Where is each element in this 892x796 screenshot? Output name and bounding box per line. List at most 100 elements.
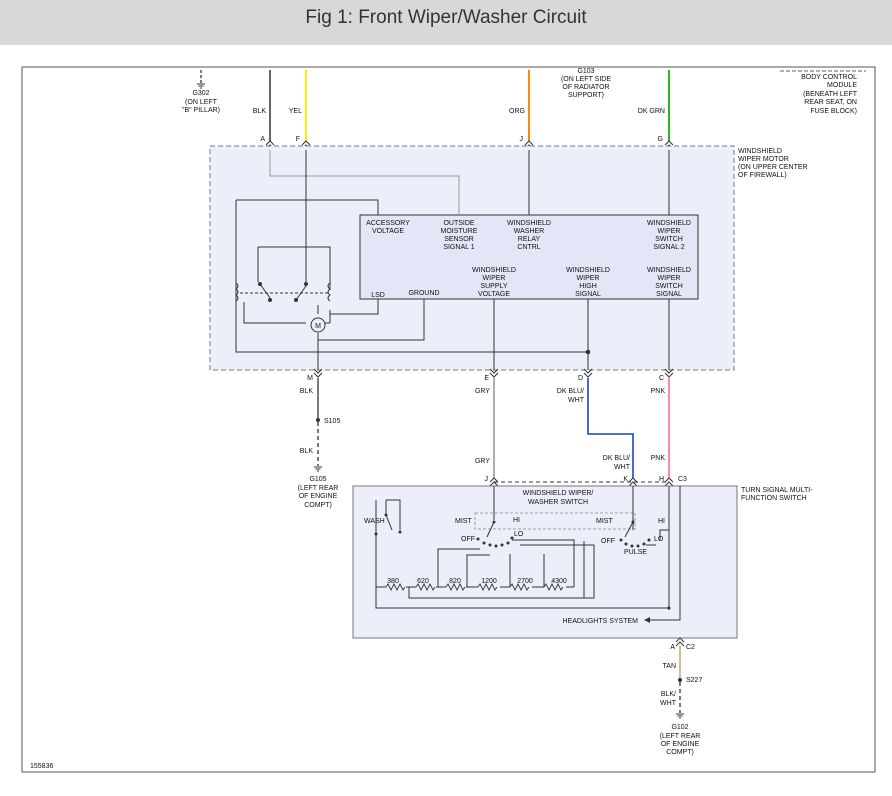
module-switch-1: WIPER [658, 275, 681, 282]
module-supply-3: VOLTAGE [478, 291, 510, 298]
motor-label-0: WINDSHIELD [738, 148, 782, 155]
dkbluwht-2-1: WHT [614, 464, 631, 471]
bcm-label-0: BODY CONTROL [801, 74, 857, 81]
resistor-1200: 1200 [481, 578, 497, 585]
module-washer-0: WINDSHIELD [507, 220, 551, 227]
module-switch-2: SWITCH [655, 283, 683, 290]
g102-label-3: COMPT) [666, 749, 694, 756]
bcm-label-3: REAR SEAT, ON [804, 99, 857, 106]
dkbluwht-1-1: WHT [568, 397, 585, 404]
pin-m: M [307, 375, 313, 382]
diagram-frame [21, 66, 876, 773]
module-sig2-3: SIGNAL 2 [653, 244, 684, 251]
headlights-label: HEADLIGHTS SYSTEM [563, 618, 639, 625]
blk-label-2: BLK [300, 448, 314, 455]
module-supply-2: SUPPLY [480, 283, 507, 290]
module-lsd: LSD [371, 292, 385, 299]
switch-title-1: WASHER SWITCH [528, 499, 588, 506]
switch-label-0: TURN SIGNAL MULTI- [741, 487, 813, 494]
module-switch-3: SIGNAL [656, 291, 682, 298]
pulse-label: PULSE [624, 549, 647, 556]
pnk-label-2: PNK [651, 455, 666, 462]
tan-label: TAN [663, 663, 676, 670]
motor-label-3: OF FIREWALL) [738, 172, 787, 179]
g105-label-0: G105 [309, 476, 326, 483]
wash-label: WASH [364, 518, 385, 525]
g302-label-1: (ON LEFT [185, 99, 218, 106]
switch-pin-j: J [485, 476, 489, 483]
pin-c: C [659, 375, 664, 382]
motor-symbol [310, 317, 326, 333]
diagram-title: Fig 1: Front Wiper/Washer Circuit [305, 7, 587, 28]
switch-label-1: FUNCTION SWITCH [741, 495, 807, 502]
wire-color-dkgrn: DK GRN [638, 108, 665, 115]
resistor-620: 620 [417, 578, 429, 585]
resistor-4300: 4300 [551, 578, 567, 585]
g102-label-0: G102 [671, 724, 688, 731]
bcm-label-2: (BENEATH LEFT [803, 91, 858, 98]
module-accessory-1: VOLTAGE [372, 228, 404, 235]
s105-label: S105 [324, 418, 340, 425]
resistor-2700: 2700 [517, 578, 533, 585]
g105-label-2: OF ENGINE [299, 493, 338, 500]
module-supply-0: WINDSHIELD [472, 267, 516, 274]
pin-g-top: G [658, 136, 663, 143]
switch-pin-k: K [623, 476, 628, 483]
pin-j-top: J [520, 136, 524, 143]
g105-label-3: COMPT) [304, 502, 332, 509]
module-outside-0: OUTSIDE [443, 220, 474, 227]
g302-label-2: "B" PILLAR) [182, 107, 220, 114]
module-washer-1: WASHER [514, 228, 544, 235]
module-outside-1: MOISTURE [441, 228, 478, 235]
lo-label-1: LO [514, 531, 524, 538]
pin-e: E [484, 375, 489, 382]
gry-label-1: GRY [475, 388, 490, 395]
resistor-380: 380 [387, 578, 399, 585]
radiator-label-3: SUPPORT) [568, 92, 604, 99]
module-high-3: SIGNAL [575, 291, 601, 298]
g102-label-1: (LEFT REAR [660, 733, 701, 740]
pin-f-top: F [296, 136, 300, 143]
wire-color-org: ORG [509, 108, 525, 115]
switch-connector-c3: C3 [678, 476, 687, 483]
radiator-label-1: (ON LEFT SIDE [561, 76, 611, 83]
module-sig2-2: SWITCH [655, 236, 683, 243]
multifunction-switch-box [352, 485, 738, 639]
g302-label-0: G302 [192, 90, 209, 97]
off-label-1: OFF [461, 536, 475, 543]
mist-label-1: MIST [455, 518, 472, 525]
figure-number: 155836 [30, 763, 53, 770]
dkbluwht-wire [587, 378, 634, 478]
module-ground: GROUND [408, 290, 439, 297]
motor-label-2: (ON UPPER CENTER [738, 164, 808, 171]
radiator-label-0: G103 [577, 68, 594, 75]
wiper-control-module [359, 214, 699, 300]
g102-label-2: OF ENGINE [661, 741, 700, 748]
gry-label-2: GRY [475, 458, 490, 465]
module-high-1: WIPER [577, 275, 600, 282]
module-high-2: HIGH [579, 283, 597, 290]
dkbluwht-2-0: DK BLU/ [603, 455, 630, 462]
module-supply-1: WIPER [483, 275, 506, 282]
switch-title-0: WINDSHIELD WIPER/ [523, 490, 594, 497]
wire-color-yel: YEL [289, 108, 302, 115]
bottom-pin-a: A [670, 644, 675, 651]
lo-label-2: LO [654, 536, 664, 543]
module-washer-3: CNTRL [517, 244, 540, 251]
hi-label-2: HI [658, 518, 665, 525]
module-sig2-1: WIPER [658, 228, 681, 235]
wire-color-blk: BLK [253, 108, 267, 115]
module-outside-2: SENSOR [444, 236, 474, 243]
off-label-2: OFF [601, 538, 615, 545]
module-sig2-0: WINDSHIELD [647, 220, 691, 227]
switch-pin-h: H [659, 476, 664, 483]
pin-a-top: A [260, 136, 265, 143]
s227-label: S227 [686, 677, 702, 684]
module-high-0: WINDSHIELD [566, 267, 610, 274]
blkwht-label-1: WHT [660, 700, 677, 707]
module-outside-3: SIGNAL 1 [443, 244, 474, 251]
blkwht-label-0: BLK/ [661, 691, 676, 698]
title-bar: Fig 1: Front Wiper/Washer Circuit [0, 0, 892, 45]
module-switch-0: WINDSHIELD [647, 267, 691, 274]
